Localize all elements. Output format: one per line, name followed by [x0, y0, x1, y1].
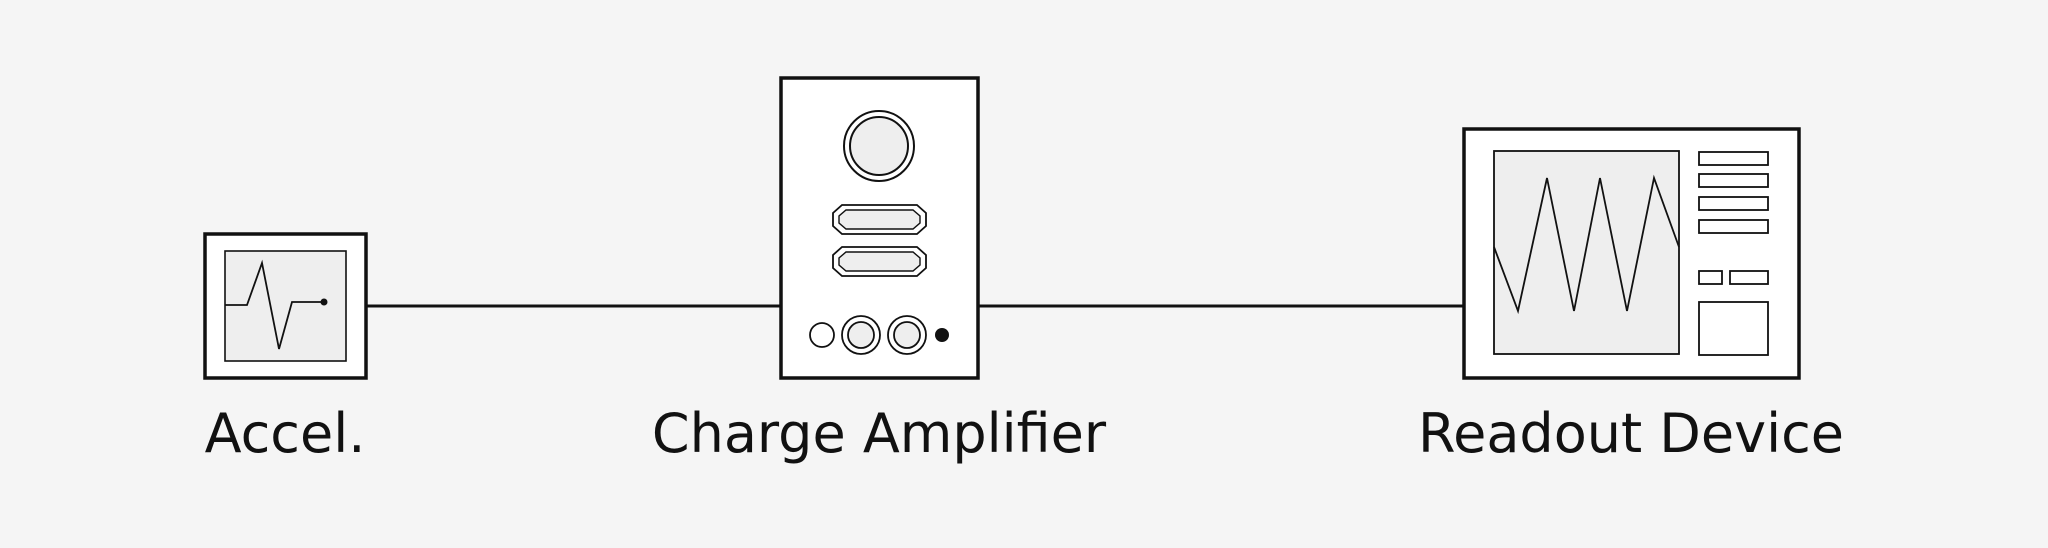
charge-amplifier-label: Charge Amplifier [651, 402, 1107, 465]
charge-amplifier-device [779, 76, 980, 380]
readout-wide-button[interactable] [1729, 270, 1769, 285]
readout-device [1462, 127, 1801, 380]
accelerometer-screen [224, 250, 347, 362]
amplifier-small-port[interactable] [809, 322, 835, 348]
readout-screen [1493, 150, 1680, 355]
amplifier-slot-lower [832, 246, 927, 277]
readout-menu-bar-1[interactable] [1698, 151, 1769, 166]
amplifier-slot-upper [832, 204, 927, 235]
readout-small-button[interactable] [1698, 270, 1723, 285]
accelerometer-waveform [225, 259, 323, 350]
accelerometer-label: Accel. [204, 402, 366, 465]
amplifier-connector-1[interactable] [841, 315, 881, 355]
accelerometer-signal-dot [320, 298, 328, 306]
readout-menu-bar-3[interactable] [1698, 196, 1769, 211]
amplifier-indicator-led [935, 328, 949, 342]
amplifier-connector-2[interactable] [887, 315, 927, 355]
accelerometer-device [203, 232, 368, 380]
readout-device-label: Readout Device [1418, 402, 1844, 465]
readout-menu-bar-4[interactable] [1698, 219, 1769, 234]
readout-waveform [1493, 174, 1680, 315]
readout-menu-bar-2[interactable] [1698, 173, 1769, 188]
readout-square-panel [1698, 301, 1769, 356]
amplifier-dial-knob[interactable] [843, 110, 915, 182]
